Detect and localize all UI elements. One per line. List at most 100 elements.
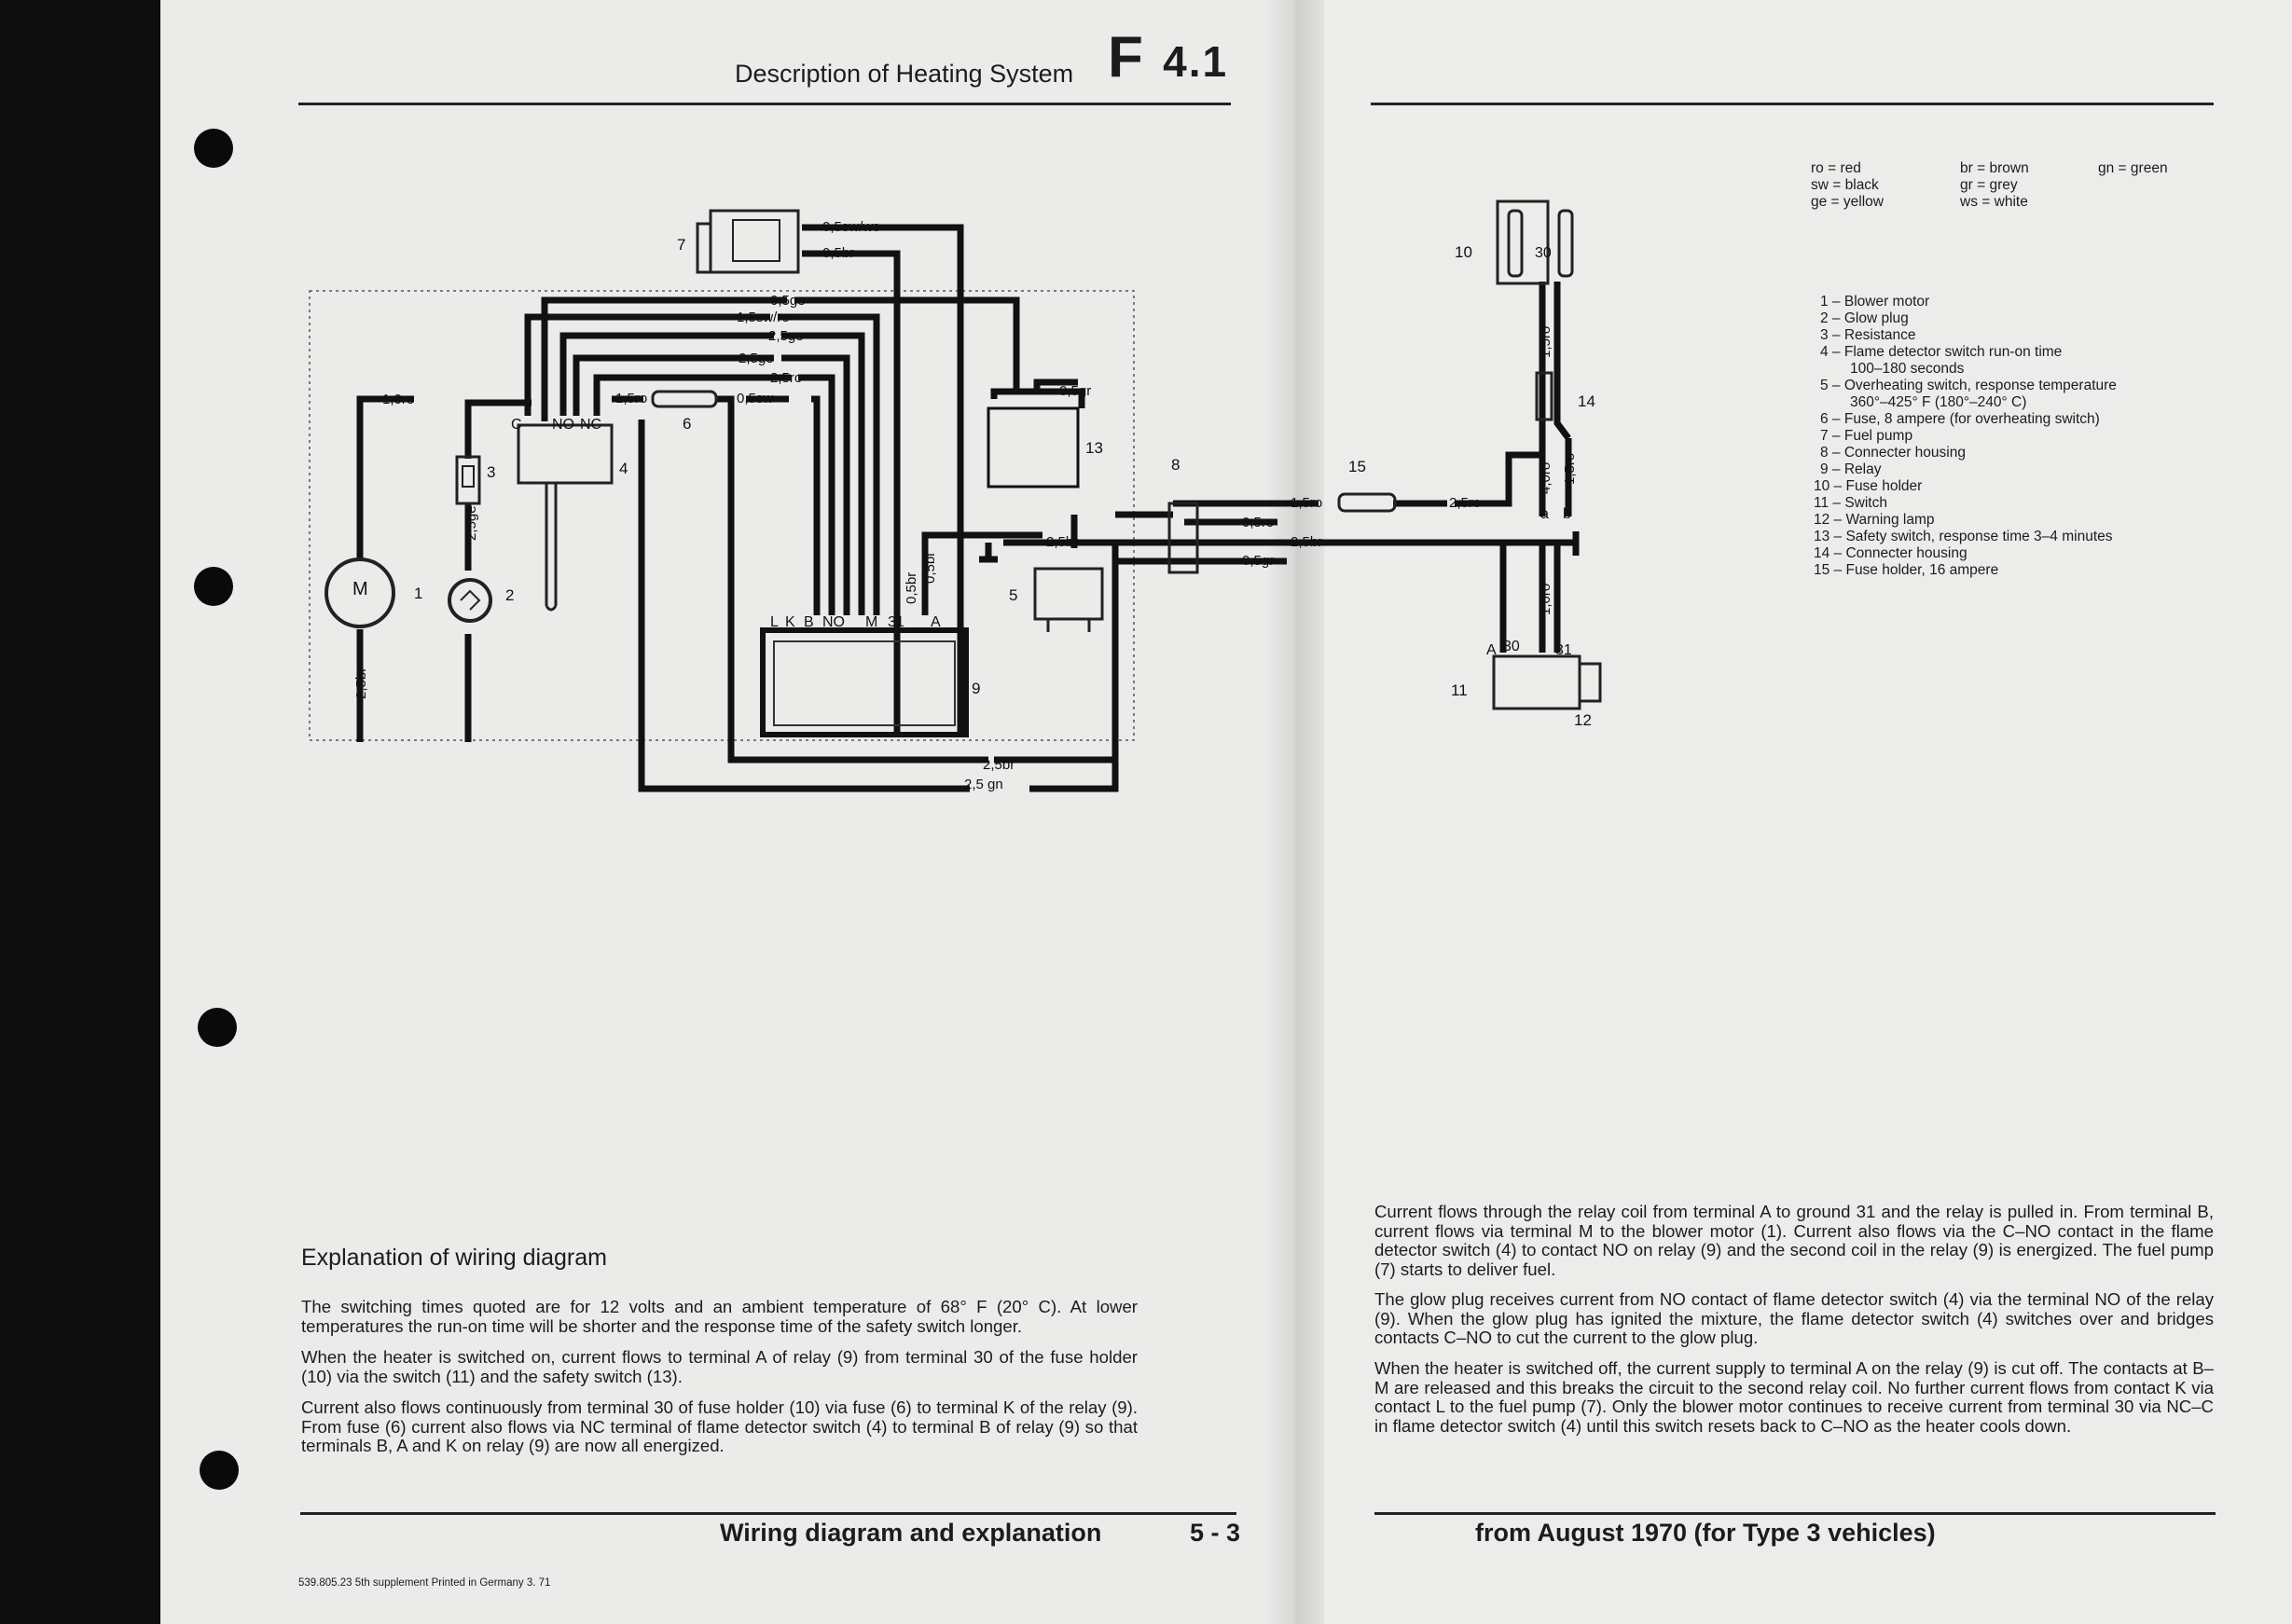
callout-number: 4 [619,460,628,477]
wire-label: 0,5ro [1242,515,1274,530]
wire-bundle [356,224,1580,792]
explanation-paragraph: When the heater is switched off, the cur… [1374,1358,2214,1436]
wire-label: 2,5br [983,757,1015,773]
wire-label: 2,5br [1291,534,1322,550]
wire-label: 2,5br [1046,534,1078,550]
terminal-label: 31 [1555,642,1572,658]
terminal-label: M [865,614,877,630]
fuse-6 [651,390,718,408]
terminal-label: B [804,614,814,630]
terminal-label: a [1540,506,1549,522]
callout-numbers: 1 2 3 4 5 6 7 8 9 10 11 12 13 14 15 [414,236,1595,729]
callout-number: 13 [1085,439,1103,457]
color-name: yellow [1843,194,1884,210]
component-item: 8 – Connecter housing [1820,445,1966,461]
resistance-3 [455,455,481,505]
print-line: 539.805.23 5th supplement Printed in Ger… [298,1577,551,1589]
wire-label: 0,5sw [737,391,773,406]
callout-number: 5 [1009,586,1017,604]
terminal-label: K [785,614,795,630]
wire-label: 0,5ge [770,293,806,309]
wire-label: 1,5ro [1562,453,1578,485]
terminal-label: A [931,614,941,630]
fuel-pump-7 [696,209,800,274]
wire-label: 4,0ro [1538,462,1553,494]
callout-number: 12 [1574,711,1592,729]
section-code: F 4.1 [1108,24,1228,90]
color-name: green [2130,160,2168,176]
header-rule-left [298,103,1231,105]
color-code: sw [1811,177,1829,193]
wire-label: 0,5bl [922,553,938,584]
callout-number: 10 [1455,243,1472,261]
wire-label: 1,5sw/ro [737,310,790,325]
wire-labels: 0,5sw/ws 0,5br 0,5ge 1,5sw/ro 2,5ge 2,5g… [353,219,1578,792]
callout-number: 11 [1451,681,1468,699]
glow-plug-2 [448,578,492,623]
wire-label: 0,5br [822,245,854,261]
binder-hole [194,129,233,168]
terminal-label: M [352,579,368,599]
book-gutter [1268,0,1324,1624]
color-code: gn [2098,160,2115,176]
component-item: 2 – Glow plug [1820,310,1909,326]
terminal-label: 30 [1503,639,1520,654]
color-name: brown [1989,160,2029,176]
component-item: 7 – Fuel pump [1820,428,1913,444]
callout-number: 8 [1171,456,1180,474]
callout-number: 7 [677,236,685,254]
color-name: red [1840,160,1861,176]
footer-rule-left [300,1512,1236,1515]
wire-label: 1,5ro [1538,326,1553,358]
explanation-paragraph: Current flows through the relay coil fro… [1374,1202,2214,1279]
component-item: 11 – Switch [1814,495,1887,511]
callout-number: 3 [487,463,495,481]
component-item: 3 – Resistance [1820,327,1916,343]
component-item: 5 – Overheating switch, response tempera… [1820,378,2117,393]
callout-number: 15 [1348,458,1366,475]
terminal-label: L [770,614,779,630]
wire-label: 2,5br [353,667,369,699]
color-name: grey [1989,177,2018,193]
component-item: 14 – Connecter housing [1814,545,1968,561]
component-item: 9 – Relay [1820,461,1882,477]
binder-hole [198,1008,237,1047]
color-name: black [1844,177,1879,193]
color-code: ge [1811,194,1828,210]
component-item: 1 – Blower motor [1820,294,1930,310]
component-item: 13 – Safety switch, response time 3–4 mi… [1814,529,2113,544]
terminal-label: 31 [888,614,904,630]
callout-number: 9 [972,680,980,697]
color-code: ro [1811,160,1824,176]
fuse-holder-10 [1496,200,1574,285]
wire-label: 2,5ro [1449,495,1481,511]
wire-label: 1,0ro [1538,584,1553,615]
switch-11 [1492,654,1602,710]
terminal-label: b [1563,506,1571,522]
overheating-switch-5 [1033,567,1104,632]
color-code: br [1960,160,1973,176]
explanation-paragraph: The glow plug receives current from NO c… [1374,1289,2214,1347]
footer-right-title: from August 1970 (for Type 3 vehicles) [1475,1519,1936,1547]
callout-number: 6 [683,415,691,433]
component-item: 360°–425° F (180°–240° C) [1850,394,2027,410]
terminal-label: NC [580,417,601,433]
terminal-label: NO [552,417,574,433]
page-number: 5 - 3 [1190,1519,1241,1547]
callout-number: 1 [414,585,422,602]
wire-label: 2,5ge [768,328,804,344]
terminal-label: NO [822,614,845,630]
scan-binding-edge [0,0,160,1624]
color-code: gr [1960,177,1973,193]
callout-number: 14 [1578,392,1595,410]
right-page [1296,0,2292,1624]
fuse-holder-15 [1337,492,1397,513]
blower-motor-1 [324,557,395,628]
component-item: 6 – Fuse, 8 ampere (for overheating swit… [1820,411,2100,427]
diagram-frame [309,290,1135,741]
terminal-label: A [1486,642,1497,658]
section-code-number: 4.1 [1163,37,1229,86]
explanation-paragraph: When the heater is switched on, current … [301,1347,1138,1386]
